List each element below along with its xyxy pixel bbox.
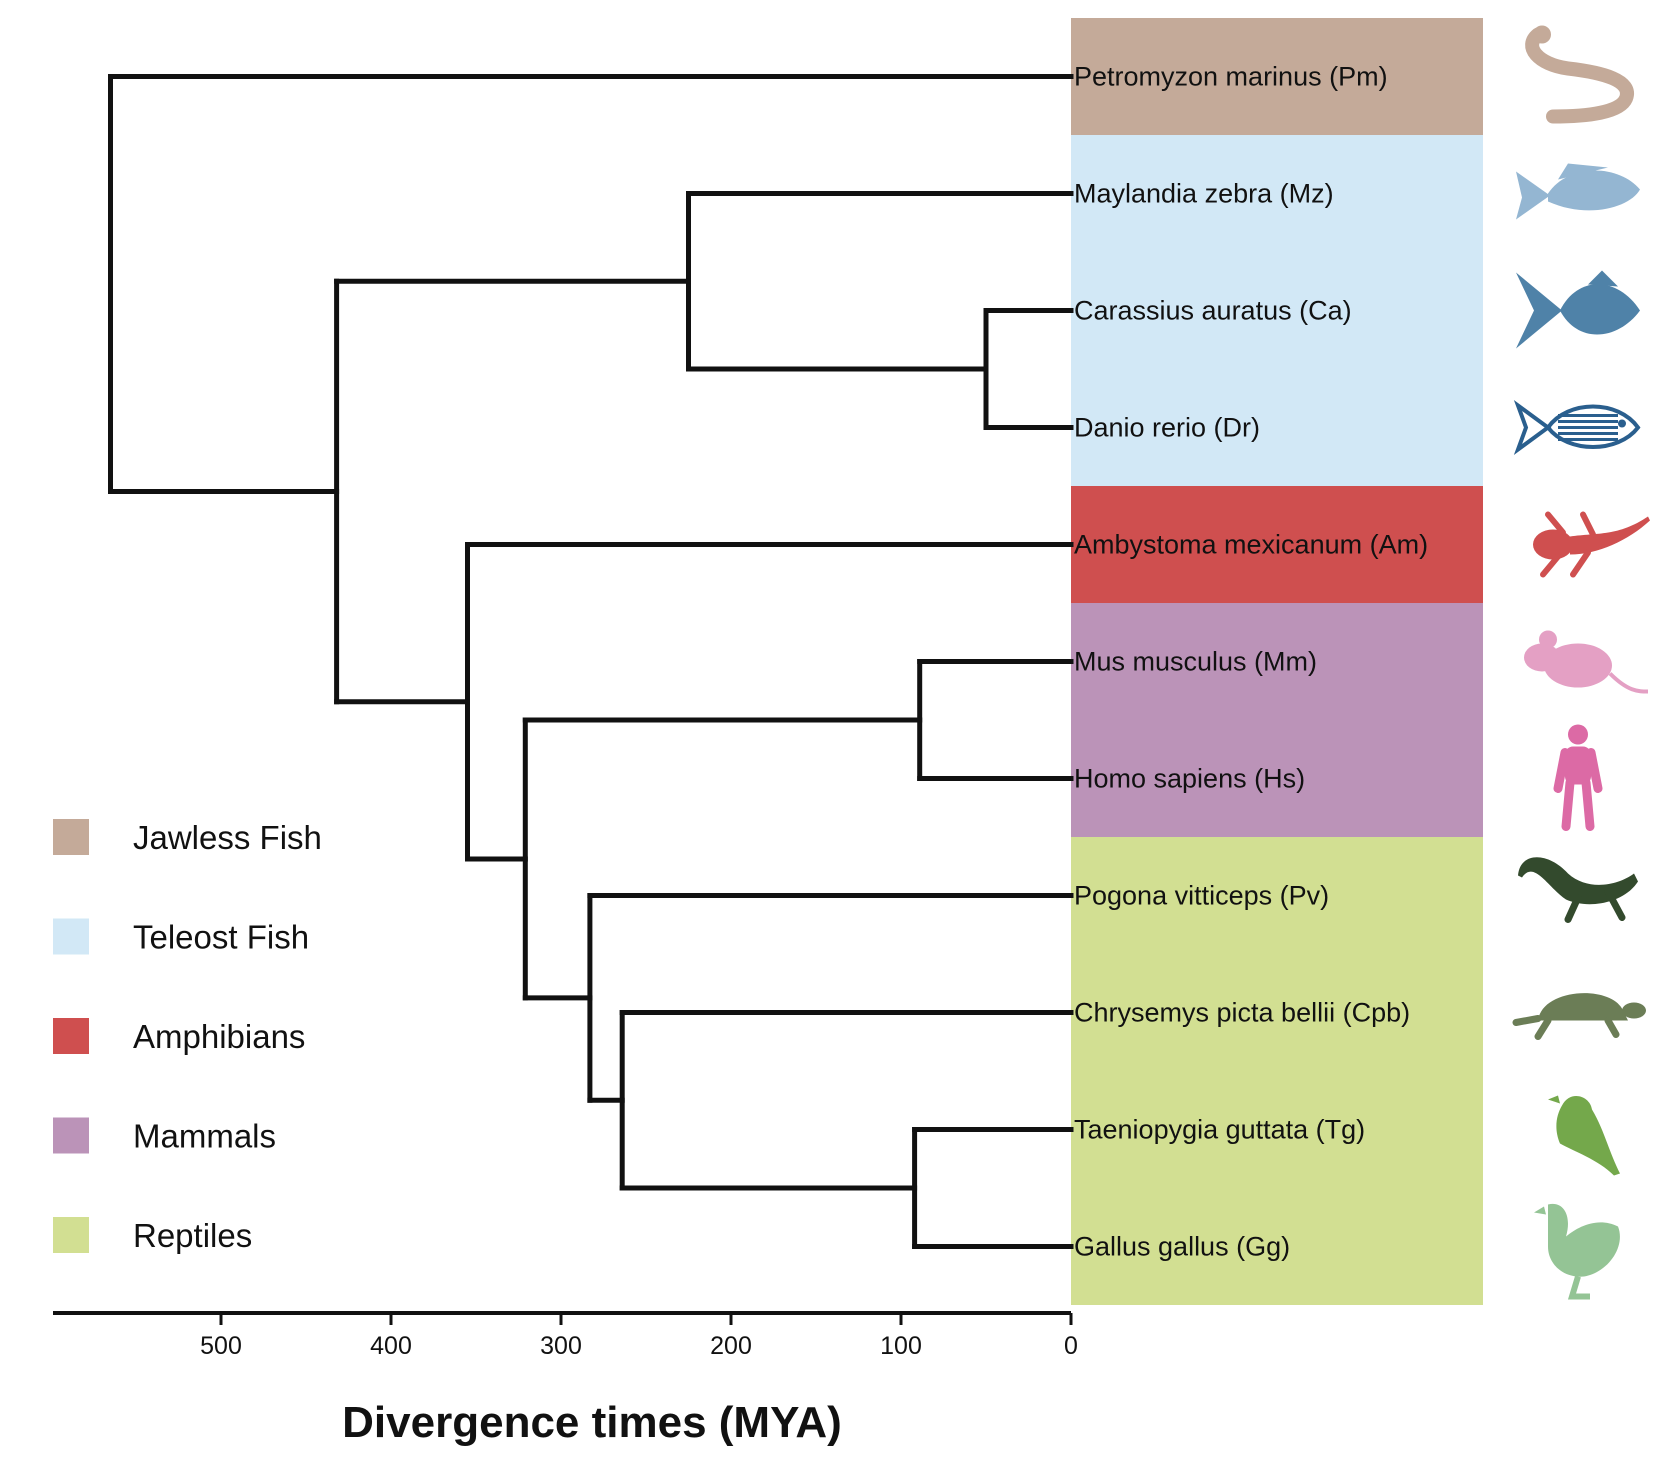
species-label: Gallus gallus (Gg) — [1074, 1232, 1290, 1262]
species-label: Chrysemys picta bellii (Cpb) — [1074, 998, 1410, 1028]
band-amphibians — [1071, 486, 1483, 603]
mouse-icon — [1524, 630, 1649, 694]
species-label: Pogona vitticeps (Pv) — [1074, 881, 1329, 911]
band-reptiles — [1071, 837, 1483, 1305]
species-label: Ambystoma mexicanum (Am) — [1074, 530, 1428, 560]
legend-label: Mammals — [133, 1118, 276, 1155]
goldfish-icon — [1516, 270, 1640, 349]
species-label: Carassius auratus (Ca) — [1074, 296, 1352, 326]
species-labels: Petromyzon marinus (Pm) Maylandia zebra (… — [1074, 62, 1428, 1262]
finch-icon — [1548, 1095, 1620, 1176]
band-mammals — [1071, 603, 1483, 837]
cichlid-icon — [1516, 163, 1640, 220]
legend-swatch — [53, 1117, 89, 1154]
species-label: Taeniopygia guttata (Tg) — [1074, 1115, 1365, 1145]
zebrafish-icon — [1513, 399, 1641, 456]
axis-tick-label: 300 — [540, 1332, 582, 1360]
species-label: Maylandia zebra (Mz) — [1074, 179, 1334, 209]
legend-label: Jawless Fish — [133, 819, 322, 856]
lizard-icon — [1518, 857, 1638, 923]
legend-swatch — [53, 819, 89, 855]
chicken-icon — [1534, 1203, 1620, 1300]
axis-tick-label: 400 — [370, 1332, 412, 1360]
axis-tick-label: 0 — [1064, 1332, 1078, 1360]
axis-title: Divergence times (MYA) — [342, 1398, 842, 1447]
legend-label: Amphibians — [133, 1018, 305, 1055]
tree-branches — [108, 74, 1074, 1249]
turtle-icon — [1512, 993, 1646, 1040]
species-label: Petromyzon marinus (Pm) — [1074, 62, 1388, 92]
legend-label: Teleost Fish — [133, 919, 309, 956]
species-label: Homo sapiens (Hs) — [1074, 764, 1305, 794]
legend-swatch — [53, 918, 89, 955]
species-silhouettes — [1512, 25, 1650, 1300]
legend-swatch — [53, 1217, 89, 1253]
band-teleost-fish — [1071, 135, 1483, 486]
axis-tick-label: 200 — [710, 1332, 752, 1360]
legend-label: Reptiles — [133, 1217, 252, 1254]
axolotl-icon — [1533, 511, 1650, 578]
time-axis: Divergence times (MYA) 500 400 300 200 100 0 — [53, 1311, 1078, 1447]
lamprey-icon — [1525, 25, 1634, 124]
clade-color-bands — [1071, 18, 1483, 1305]
axis-tick-label: 100 — [880, 1332, 922, 1360]
species-label: Danio rerio (Dr) — [1074, 413, 1260, 443]
species-label: Mus musculus (Mm) — [1074, 647, 1317, 677]
band-jawless-fish — [1071, 18, 1483, 135]
legend-swatch — [53, 1018, 89, 1054]
axis-tick-label: 500 — [200, 1332, 242, 1360]
human-icon — [1553, 724, 1603, 831]
